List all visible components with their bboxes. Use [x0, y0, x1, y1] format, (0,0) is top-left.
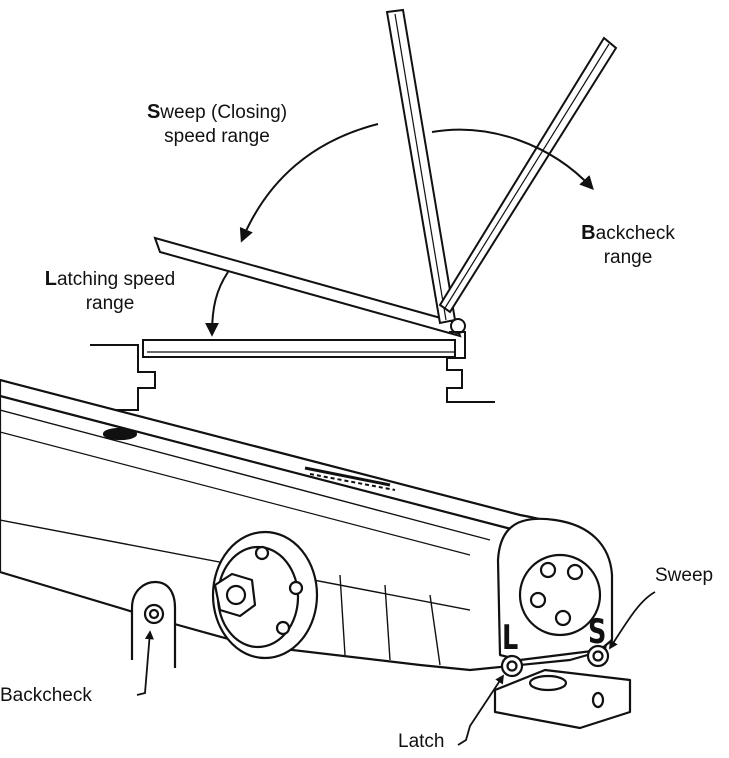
range-arrows	[205, 123, 594, 337]
latch-valve-label: Latch	[398, 731, 445, 752]
backcheck-leader	[136, 630, 154, 696]
latching-range-arrow	[205, 271, 229, 337]
backcheck-range-arrow	[431, 128, 594, 191]
sweep-range-label: Sweep (Closing) speed range	[146, 101, 288, 147]
callout-leaders	[136, 591, 656, 746]
backcheck-valve-label: Backcheck	[0, 685, 92, 706]
latching-range-label: Latching speed range	[44, 268, 176, 314]
backcheck-range-label: Backcheck range	[581, 222, 675, 268]
pinion	[211, 530, 319, 660]
door-closed	[142, 339, 456, 358]
sweep-valve-label: Sweep	[655, 565, 714, 586]
frame-left	[90, 344, 156, 411]
latch-letter: L	[502, 618, 519, 658]
sweep-range-arrow	[239, 123, 379, 243]
hinge	[450, 318, 466, 334]
backcheck-boss	[130, 580, 177, 668]
door-swing-diagram	[90, 8, 618, 411]
sweep-letter: S	[588, 612, 607, 652]
door-latching	[153, 236, 462, 338]
latch-leader	[457, 674, 504, 746]
sweep-leader	[609, 591, 656, 650]
frame-right	[446, 357, 495, 403]
mounting-foot	[493, 668, 632, 730]
closer-body	[0, 378, 632, 730]
